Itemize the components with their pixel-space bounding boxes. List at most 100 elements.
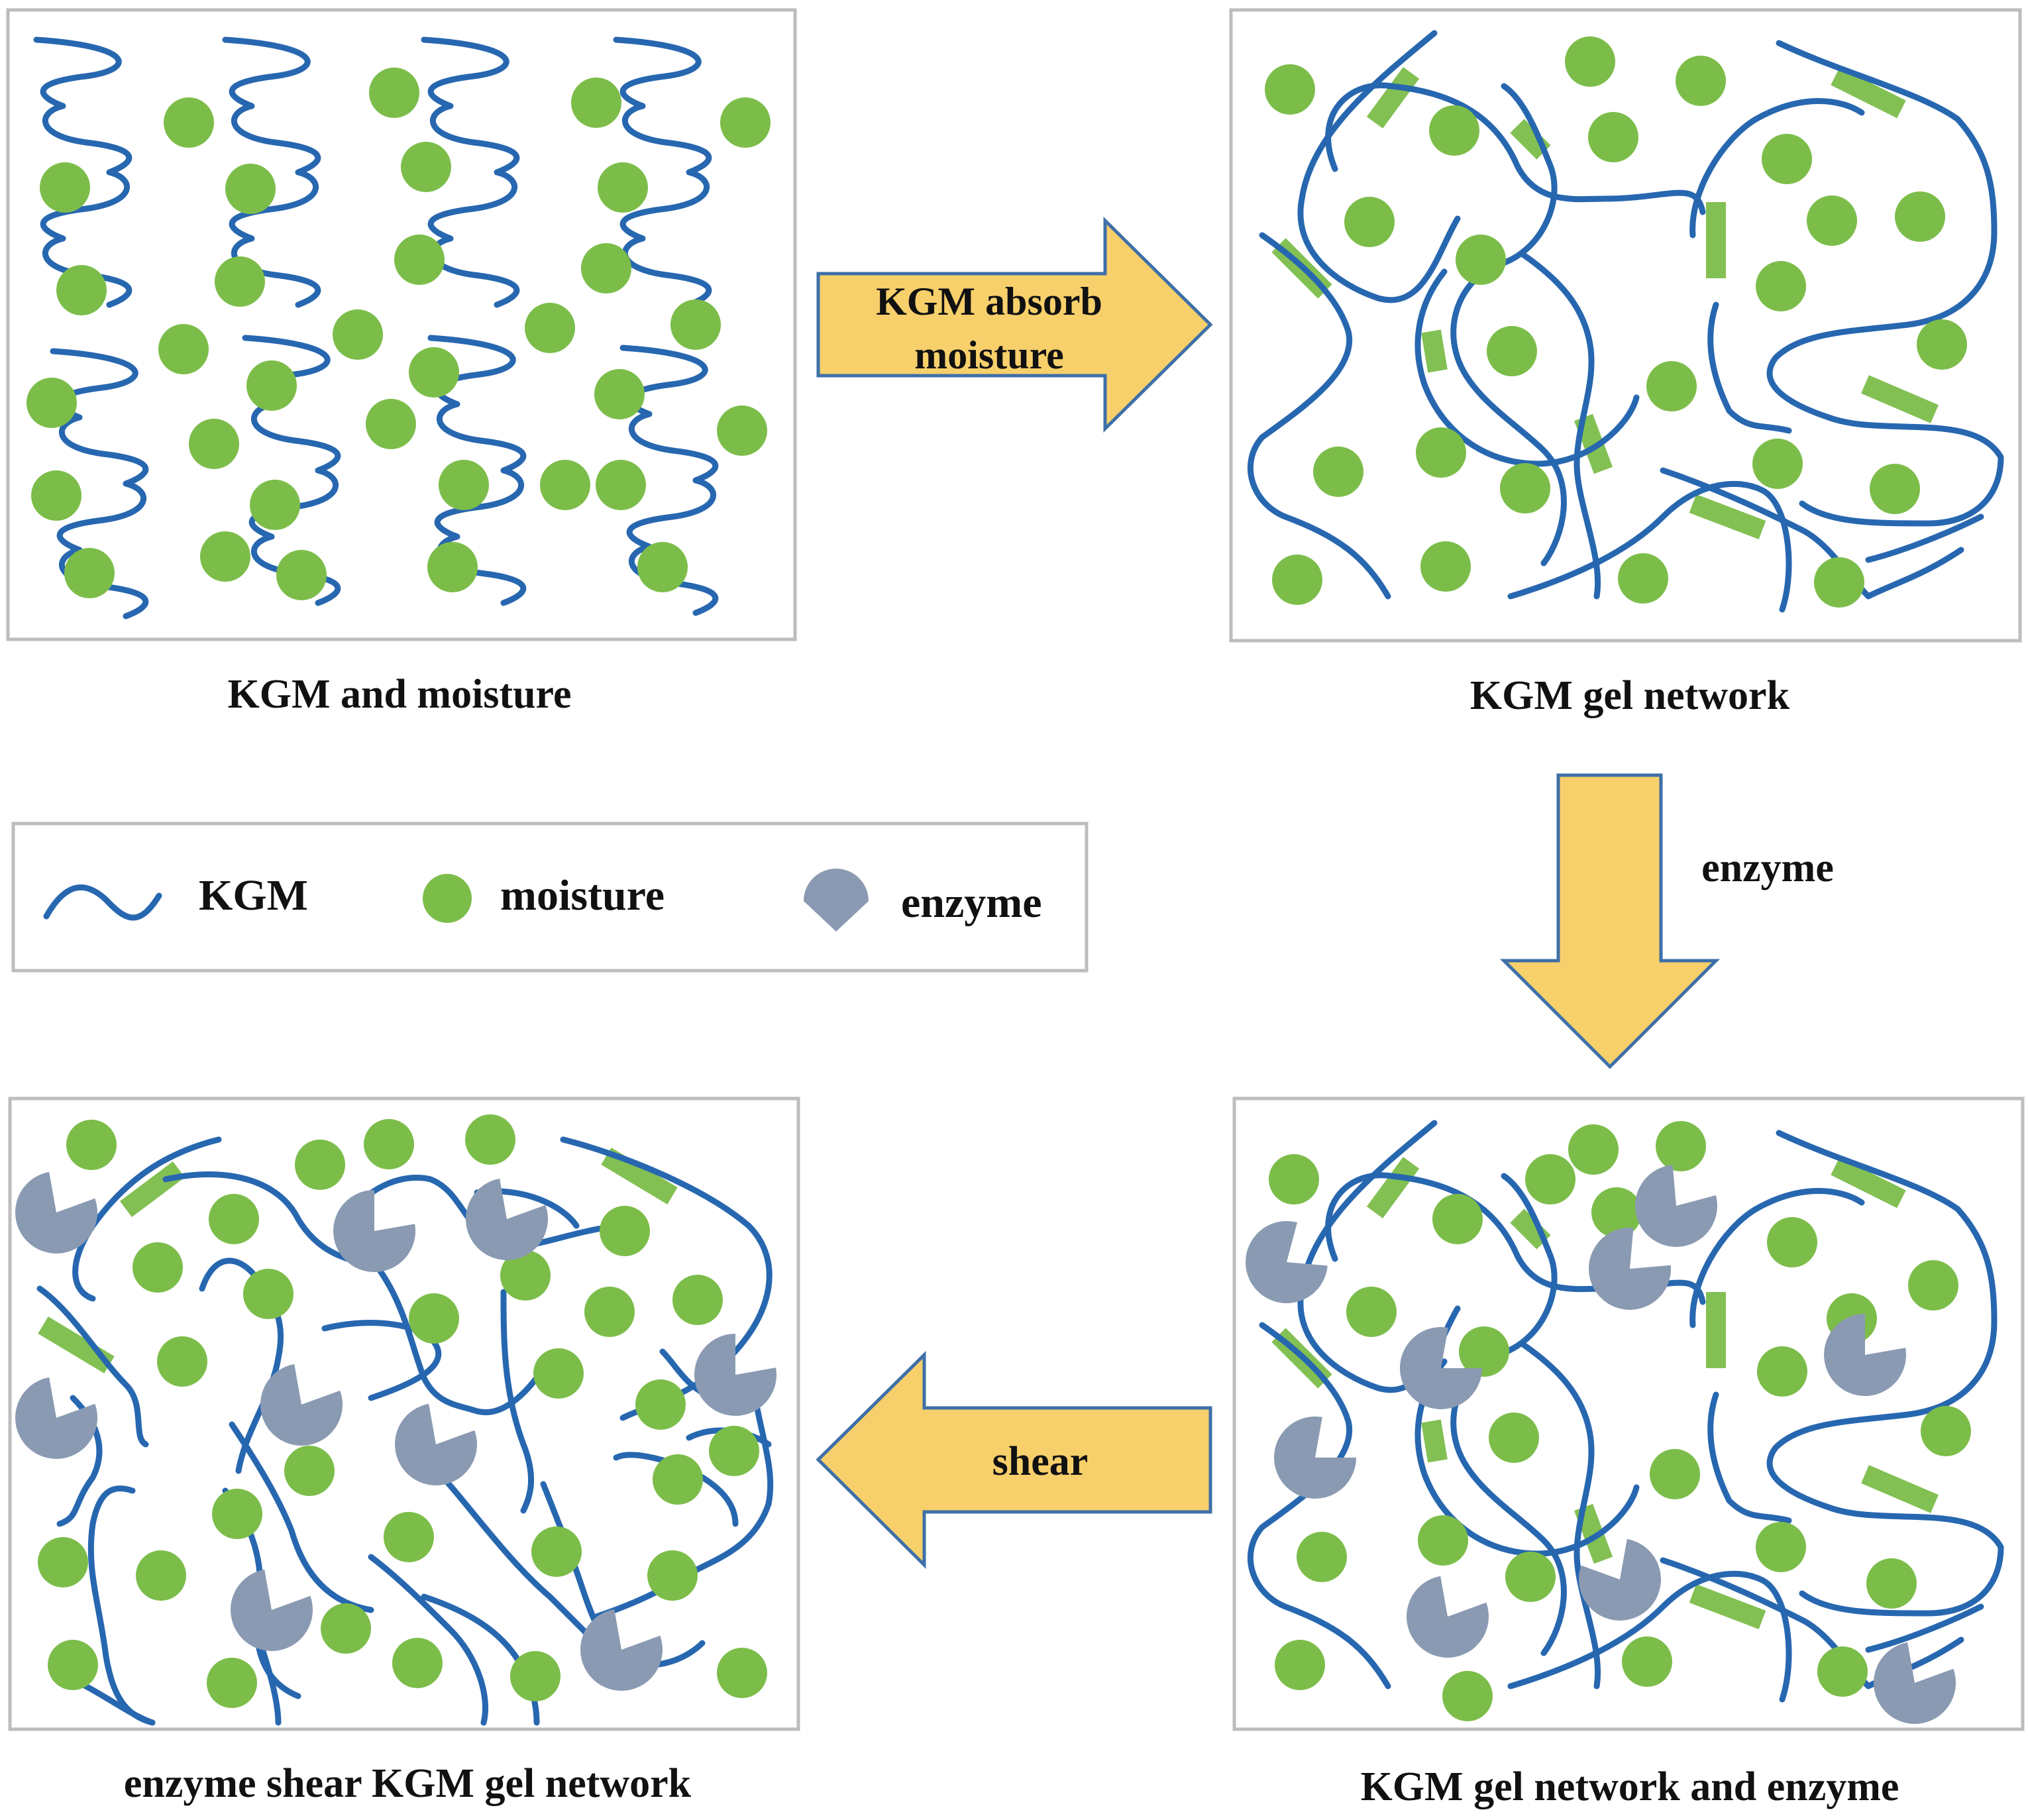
moisture-dot	[600, 1206, 650, 1256]
moisture-dot	[1618, 553, 1668, 604]
moisture-dot	[1525, 1154, 1575, 1204]
enzyme-pacman	[1824, 1314, 1907, 1396]
moisture-dot	[1500, 463, 1550, 513]
kgm-chain	[1325, 82, 1706, 215]
enzyme-pacman	[1407, 1576, 1489, 1658]
crosslink-junction	[1861, 1465, 1939, 1513]
kgm-chain	[427, 1461, 600, 1646]
panel-caption-enzyme-shear-kgm-gel-network: enzyme shear KGM gel network	[124, 1761, 692, 1806]
moisture-dot	[596, 460, 646, 510]
enzyme-pacman	[694, 1334, 777, 1416]
moisture-dot	[200, 531, 250, 582]
moisture-dot	[531, 1526, 582, 1577]
moisture-dot	[720, 97, 771, 148]
moisture-dot	[1432, 1194, 1483, 1244]
moisture-dot	[66, 1120, 117, 1170]
legend: KGM moisture enzyme	[11, 822, 1089, 973]
kgm-chain	[1865, 513, 1984, 563]
crosslink-junction	[1861, 375, 1939, 423]
kgm-chain	[1766, 40, 2004, 527]
moisture-dot	[717, 1648, 767, 1698]
moisture-dot	[392, 1638, 443, 1688]
crosslink-junction	[601, 1148, 678, 1204]
moisture-dot	[427, 542, 478, 592]
moisture-dot	[409, 1293, 459, 1344]
moisture-dot	[1456, 235, 1506, 285]
panel-kgm-and-moisture	[6, 8, 797, 641]
crosslink-junction	[1689, 1583, 1766, 1630]
moisture-dot	[1591, 1187, 1642, 1238]
moisture-dot	[1814, 557, 1864, 608]
kgm-chain	[1450, 83, 1567, 566]
moisture-dot	[1917, 319, 1967, 370]
moisture-dot	[1656, 1121, 1706, 1171]
legend-kgm-chain-icon	[43, 884, 162, 921]
moisture-dot	[1313, 447, 1363, 497]
moisture-dot	[136, 1550, 186, 1601]
kgm-chain	[1707, 1391, 1792, 1524]
moisture-dots	[38, 1114, 767, 1708]
panel-caption-kgm-gel-network-and-enzyme: KGM gel network and enzyme	[1361, 1764, 1899, 1809]
moisture-dot	[653, 1454, 703, 1505]
enzyme-pacman	[1399, 1326, 1482, 1409]
panel-kgm-gel-network-and-enzyme	[1232, 1097, 2025, 1731]
moisture-dot	[1272, 555, 1322, 605]
enzymes	[15, 1171, 777, 1691]
moisture-dot	[1762, 134, 1812, 184]
moisture-dot	[500, 1250, 551, 1301]
moisture-dot	[246, 360, 297, 411]
moisture-dot	[1767, 1217, 1817, 1267]
kgm-chain	[1414, 268, 1640, 467]
panel-caption-kgm-gel-network: KGM gel network	[1470, 673, 1790, 718]
moisture-dot	[1756, 261, 1806, 311]
moisture-dot	[1505, 1552, 1556, 1602]
moisture-dot	[1297, 1532, 1347, 1582]
moisture-dot	[38, 1537, 88, 1587]
absorb-arrow-label-line2: moisture	[914, 333, 1064, 377]
crosslink-junction	[1510, 1208, 1551, 1250]
moisture-dot	[1429, 105, 1479, 156]
enzyme-arrow-label: enzyme	[1701, 845, 1834, 890]
crosslink-junction	[1689, 494, 1766, 540]
enzyme-pacman	[580, 1609, 663, 1691]
enzyme-pacman	[333, 1190, 416, 1272]
moisture-dot	[1752, 439, 1803, 489]
kgm-chain	[1689, 1188, 1865, 1328]
crosslink-junction	[1831, 67, 1906, 119]
moisture-dot	[709, 1426, 759, 1476]
legend-enzyme-pacman-icon	[804, 869, 869, 932]
moisture-dot	[409, 347, 459, 398]
crosslink-junction	[1510, 119, 1551, 160]
moisture-dot	[48, 1640, 98, 1690]
moisture-dot	[1265, 64, 1315, 115]
moisture-dot	[366, 399, 416, 449]
moisture-dot	[1459, 1326, 1509, 1377]
moisture-dot	[1568, 1124, 1619, 1175]
moisture-dot	[56, 265, 107, 315]
moisture-dot	[717, 405, 767, 456]
crosslink-junction	[1421, 329, 1448, 373]
absorb-arrow-label-line1: KGM absorb	[876, 280, 1102, 323]
moisture-dot	[1565, 36, 1615, 87]
moisture-dot	[384, 1512, 434, 1562]
moisture-dot	[133, 1242, 183, 1293]
panel-caption-kgm-and-moisture: KGM and moisture	[228, 672, 572, 717]
moisture-dot	[27, 378, 77, 428]
kgm-chain	[1521, 252, 1601, 600]
kgm-chain	[33, 36, 133, 308]
enzyme-pacman	[1246, 1221, 1328, 1304]
enzyme-pacman	[231, 1569, 313, 1651]
moisture-dot	[598, 162, 648, 213]
shear-arrow: shear	[816, 1351, 1212, 1570]
moisture-dot	[250, 480, 300, 530]
crosslink-junction	[1574, 413, 1613, 474]
panel-enzyme-shear-kgm-gel-network	[8, 1097, 800, 1731]
moisture-dot	[158, 324, 209, 374]
moisture-dot	[1487, 326, 1537, 376]
moisture-dot	[571, 78, 621, 128]
enzymes	[1246, 1165, 1956, 1724]
moisture-dot	[1757, 1346, 1807, 1397]
moisture-dot	[212, 1489, 262, 1539]
kgm-chain	[1297, 30, 1461, 303]
